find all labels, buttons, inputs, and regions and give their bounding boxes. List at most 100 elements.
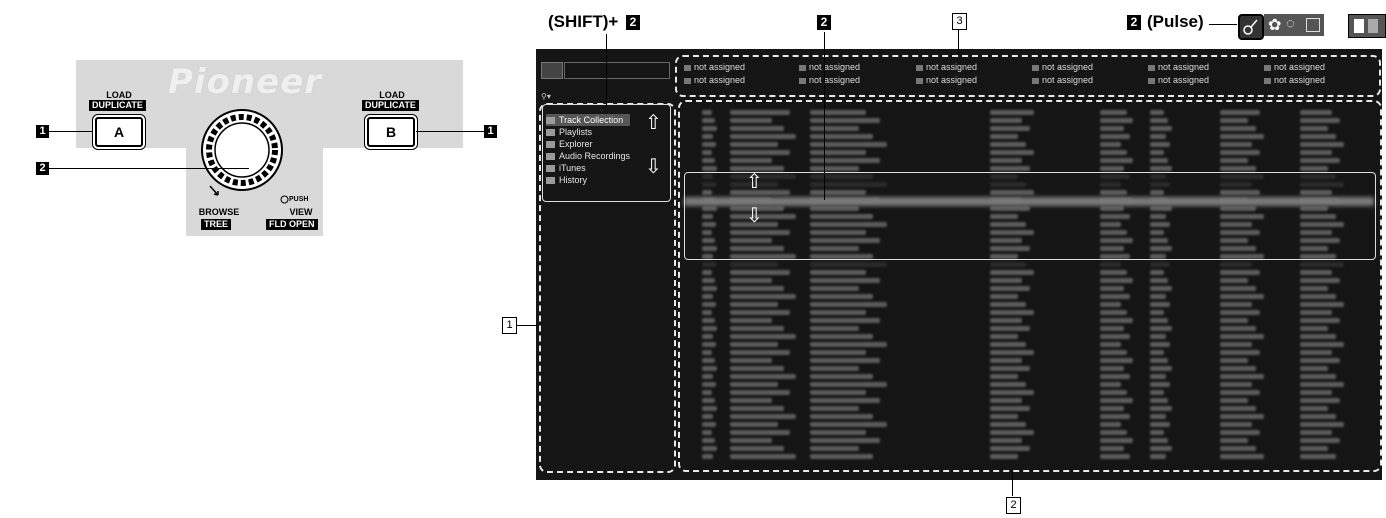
toolbar — [1264, 14, 1324, 36]
fullscreen-icon[interactable] — [1306, 18, 1320, 32]
track-cell — [1100, 126, 1124, 131]
sampler-slot[interactable]: not assigned — [799, 75, 860, 85]
sampler-slot[interactable]: not assigned — [1148, 62, 1209, 72]
track-row[interactable] — [680, 292, 1360, 300]
track-row[interactable] — [680, 180, 1360, 188]
track-cell — [730, 110, 790, 115]
track-row[interactable] — [680, 340, 1360, 348]
track-cell — [702, 334, 714, 339]
track-cell — [1150, 414, 1166, 419]
track-row[interactable] — [680, 372, 1360, 380]
sampler-slot[interactable]: not assigned — [1264, 62, 1325, 72]
sampler-slot[interactable]: not assigned — [1264, 75, 1325, 85]
track-row[interactable] — [680, 124, 1360, 132]
track-row[interactable] — [680, 140, 1360, 148]
track-cell — [702, 454, 714, 459]
sampler-slot[interactable]: not assigned — [916, 62, 977, 72]
load-a-button[interactable]: A — [95, 117, 143, 147]
pulse-button[interactable] — [1238, 14, 1264, 40]
track-row[interactable] — [680, 388, 1360, 396]
track-row[interactable] — [680, 268, 1360, 276]
track-cell — [730, 206, 784, 211]
track-cell — [990, 206, 1030, 211]
tree-item-itunes[interactable]: iTunes — [546, 162, 630, 174]
track-row[interactable] — [680, 420, 1360, 428]
track-row[interactable] — [680, 148, 1360, 156]
track-cell — [1220, 150, 1260, 155]
tree-item-track-collection[interactable]: Track Collection — [546, 114, 631, 126]
track-row[interactable] — [680, 404, 1360, 412]
gear-icon[interactable]: ✿ — [1268, 17, 1282, 34]
track-cell — [730, 142, 778, 147]
sampler-slot[interactable]: not assigned — [684, 62, 745, 72]
track-cell — [990, 438, 1022, 443]
track-cell — [1220, 430, 1260, 435]
browse-label: BROWSE — [198, 207, 240, 217]
track-row[interactable] — [680, 436, 1360, 444]
rotary-selector-knob[interactable] — [200, 108, 284, 192]
track-row[interactable] — [680, 452, 1360, 460]
track-cell — [1100, 398, 1133, 403]
track-row[interactable] — [680, 172, 1360, 180]
track-cell — [1150, 358, 1168, 363]
tree-item-audio-recordings[interactable]: Audio Recordings — [546, 150, 630, 162]
track-cell — [810, 342, 887, 347]
track-row[interactable] — [680, 116, 1360, 124]
track-row[interactable] — [680, 132, 1360, 140]
track-cell — [810, 222, 887, 227]
track-row[interactable] — [680, 260, 1360, 268]
sampler-slot[interactable]: not assigned — [799, 62, 860, 72]
tree-item-history[interactable]: History — [546, 174, 630, 186]
sampler-slot[interactable]: not assigned — [684, 75, 745, 85]
track-row[interactable] — [680, 252, 1360, 260]
track-cell — [990, 430, 1034, 435]
track-row[interactable] — [680, 444, 1360, 452]
track-cell — [702, 182, 716, 187]
track-cell — [1220, 342, 1252, 347]
track-cell — [730, 422, 778, 427]
track-row[interactable] — [680, 220, 1360, 228]
track-row[interactable] — [680, 356, 1360, 364]
track-row[interactable] — [680, 164, 1360, 172]
layout-toggle-icon[interactable] — [1348, 14, 1386, 38]
pulse-label: (Pulse) — [1147, 12, 1204, 31]
track-row[interactable] — [680, 324, 1360, 332]
track-row[interactable] — [680, 204, 1360, 212]
track-cell — [702, 446, 718, 451]
track-row[interactable] — [680, 332, 1360, 340]
track-cell — [990, 182, 1026, 187]
track-row[interactable] — [680, 380, 1360, 388]
track-row[interactable] — [680, 300, 1360, 308]
track-row[interactable] — [680, 308, 1360, 316]
load-b-button[interactable]: B — [367, 117, 415, 147]
search-bar[interactable]: ⚲▾ — [541, 92, 551, 101]
track-row[interactable] — [680, 244, 1360, 252]
track-row[interactable] — [680, 428, 1360, 436]
track-cell — [1220, 158, 1248, 163]
track-row[interactable] — [680, 236, 1360, 244]
sampler-slot[interactable]: not assigned — [1148, 75, 1209, 85]
track-row[interactable] — [680, 396, 1360, 404]
track-row[interactable] — [680, 412, 1360, 420]
track-cell — [1100, 438, 1133, 443]
track-row[interactable] — [680, 316, 1360, 324]
tree-item-explorer[interactable]: Explorer — [546, 138, 630, 150]
sampler-slot[interactable]: not assigned — [1032, 62, 1093, 72]
track-cell — [1300, 422, 1344, 427]
track-row[interactable] — [680, 364, 1360, 372]
track-row[interactable] — [680, 276, 1360, 284]
sampler-slot[interactable]: not assigned — [916, 75, 977, 85]
sampler-region-outline — [675, 55, 1381, 97]
track-row[interactable] — [680, 108, 1360, 116]
track-row[interactable] — [680, 284, 1360, 292]
track-row[interactable] — [680, 188, 1360, 196]
sync-icon[interactable]: ◌ — [1286, 15, 1295, 32]
tree-item-playlists[interactable]: Playlists — [546, 126, 630, 138]
track-row[interactable] — [680, 212, 1360, 220]
track-row[interactable] — [680, 228, 1360, 236]
track-row[interactable] — [680, 348, 1360, 356]
play-button[interactable] — [541, 62, 563, 79]
sampler-slot[interactable]: not assigned — [1032, 75, 1093, 85]
track-cell — [730, 350, 790, 355]
track-row[interactable] — [680, 156, 1360, 164]
